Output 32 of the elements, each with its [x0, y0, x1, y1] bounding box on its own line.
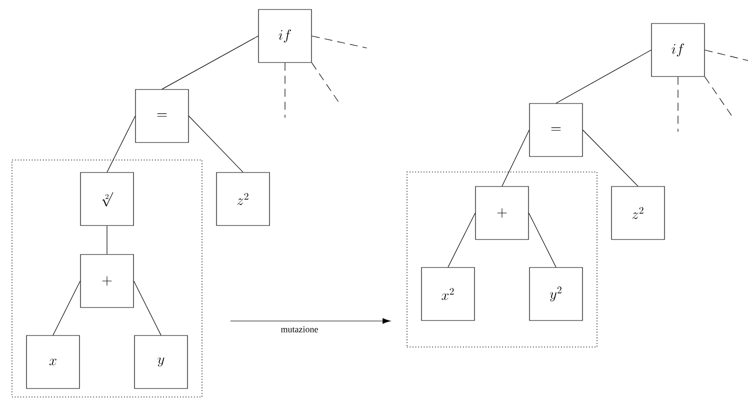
tree-node-box: $z^2$	[611, 186, 665, 240]
dashed-branch	[284, 62, 286, 118]
branch-line	[52, 280, 80, 336]
tree-node-box: $+$	[475, 186, 529, 240]
branch-line	[448, 212, 476, 268]
branch-line	[106, 116, 136, 172]
dotted-frame	[406, 172, 598, 348]
branch-line	[134, 280, 162, 336]
tree-node-box: $if$	[258, 9, 312, 63]
tree-node-box: $x$	[26, 335, 80, 389]
branch-line	[502, 130, 530, 186]
tree-node-box: $=$	[135, 89, 189, 143]
tree-node-box: $\sqrt[2]{}$	[80, 172, 134, 226]
branch-line	[188, 116, 244, 172]
branch-line	[528, 212, 556, 268]
branch-line	[106, 226, 108, 254]
branch-line	[556, 50, 652, 104]
tree-node-box: $z^2$	[216, 172, 270, 226]
tree-node-box: $if$	[651, 23, 705, 77]
edge-label: mutazione	[280, 325, 320, 334]
tree-node-box: $x^2$	[421, 267, 475, 321]
tree-node-box: $=$	[529, 103, 583, 157]
dashed-branch	[312, 62, 340, 104]
dotted-frame	[12, 160, 202, 398]
arrow	[230, 318, 391, 324]
tree-node-box: $+$	[80, 254, 134, 308]
branch-line	[582, 130, 638, 186]
tree-node-box: $y^2$	[529, 267, 583, 321]
tree-node-box: $y$	[134, 335, 188, 389]
branch-line	[162, 36, 258, 90]
dashed-branch	[312, 36, 368, 48]
dashed-branch	[704, 50, 748, 62]
